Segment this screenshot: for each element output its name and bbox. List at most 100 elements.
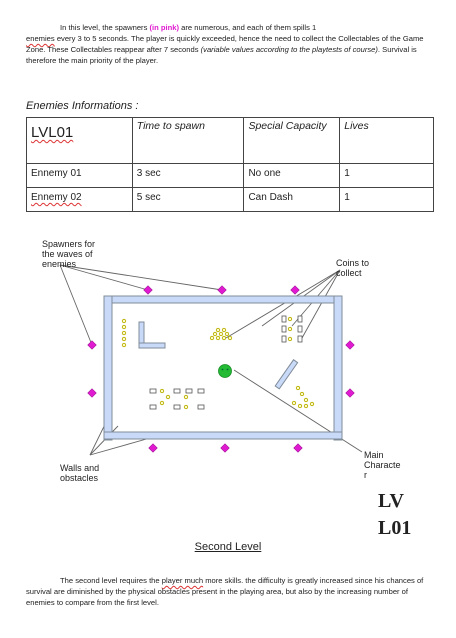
block (173, 388, 181, 394)
coin-icon (295, 385, 301, 391)
spawner-icon (148, 443, 158, 453)
coin-icon (221, 327, 227, 333)
intro-text-1: In this level, the spawners (60, 23, 148, 32)
block (173, 404, 181, 410)
label-line: r (364, 470, 367, 480)
diagonal-obstacle (274, 359, 299, 390)
top-wall (103, 295, 343, 304)
main-character-label: Main Characte r (364, 450, 401, 480)
coin-icon (212, 331, 218, 337)
annotation-line (225, 269, 341, 339)
player-eye-icon (221, 368, 224, 371)
table-cell: 5 sec (131, 187, 245, 212)
level-title: LV L01 (378, 488, 438, 542)
table-header-cell: Special Capacity (243, 117, 341, 164)
block (297, 335, 303, 343)
table-header-cell: Time to spawn (131, 117, 245, 164)
label-line: Characte (364, 460, 401, 470)
block (297, 315, 303, 323)
coin-icon (291, 400, 297, 406)
coins (121, 316, 315, 410)
spawner-icon (345, 340, 355, 350)
label-line: obstacles (60, 473, 99, 483)
block (149, 388, 157, 394)
label-line: Coins to (336, 258, 370, 268)
coin-icon (159, 388, 165, 394)
spawners-label: Spawners for the waves of enemies (42, 239, 95, 269)
spawner-icon (290, 285, 300, 295)
coin-icon (165, 394, 171, 400)
coin-icon (309, 401, 315, 407)
block (149, 404, 157, 410)
walls-label: Walls and obstacles (60, 463, 99, 483)
spawner-icon (220, 443, 230, 453)
annotation-line (89, 437, 151, 456)
intro-pink-note: (in pink) (149, 23, 180, 32)
coin-icon (224, 331, 230, 337)
l-obstacle-horizontal (138, 342, 166, 349)
spawner-icon (217, 285, 227, 295)
coin-icon (121, 324, 127, 330)
coin-icon (303, 403, 309, 409)
coin-icon (121, 342, 127, 348)
coin-icon (183, 404, 189, 410)
spawner-icon (345, 388, 355, 398)
annotation-line (59, 264, 223, 291)
block (197, 388, 205, 394)
block (197, 404, 205, 410)
label-line: enemies (42, 259, 77, 269)
spawner-icon (293, 443, 303, 453)
coin-icon (209, 335, 215, 341)
block (297, 325, 303, 333)
second-level-heading: Second Level (194, 541, 262, 553)
spawner-icon (87, 340, 97, 350)
table-cell: Can Dash (243, 187, 341, 212)
spawner-icon (87, 388, 97, 398)
table-row: Ennemy 01 3 sec No one 1 (26, 163, 434, 188)
table-header-cell: Lives (339, 117, 434, 164)
outro-text-2: more skills. the difficulty is greatly i… (26, 576, 424, 607)
table-cell: 3 sec (131, 163, 245, 188)
coins-label: Coins to collect (336, 258, 369, 278)
spawners (87, 285, 355, 453)
table-header-cell: LVL01 (26, 117, 133, 164)
block (185, 388, 193, 394)
table-cell: 1 (339, 187, 434, 212)
intro-text-4: . Survival is therefore the main priorit… (26, 45, 417, 65)
block (281, 325, 287, 333)
coin-icon (287, 336, 293, 342)
player-character (218, 364, 232, 378)
coin-icon (121, 336, 127, 342)
table-row: Ennemy 02 5 sec Can Dash 1 (26, 187, 434, 212)
label-line: Walls and (60, 463, 100, 473)
label-line: Main (364, 450, 384, 460)
coin-icon (218, 331, 224, 337)
outro-text-1: The second level requires the (60, 576, 162, 585)
block (281, 315, 287, 323)
small-blocks (149, 315, 303, 410)
header-level: LVL01 (31, 124, 74, 141)
annotation-line (301, 269, 341, 339)
coin-icon (159, 400, 165, 406)
coin-icon (183, 394, 189, 400)
table-header-row: LVL01 Time to spawn Special Capacity Liv… (26, 117, 434, 164)
coin-icon (297, 403, 303, 409)
coin-icon (287, 326, 293, 332)
level-title-line: L01 (378, 517, 412, 539)
intro-paragraph: In this level, the spawners (in pink) ar… (26, 22, 434, 66)
intro-text-3: every 3 to 5 seconds. The player is quic… (26, 34, 424, 54)
coin-icon (287, 316, 293, 322)
right-wall (333, 295, 343, 441)
annotation-line (233, 369, 363, 453)
section-heading: Enemies Informations : (26, 100, 139, 112)
level-title-line: LV (378, 490, 404, 512)
annotation-line (59, 264, 149, 291)
enemy-name: Ennemy 02 (31, 192, 82, 203)
table-cell: Ennemy 01 (26, 163, 133, 188)
player-icon (218, 364, 232, 378)
coin-icon (221, 335, 227, 341)
level-diagram: Spawners for the waves of enemies Coins … (0, 230, 456, 530)
intro-enemies-word: enemies (26, 34, 55, 43)
l-obstacle-vertical (138, 321, 145, 347)
label-line: Spawners for (42, 239, 96, 249)
